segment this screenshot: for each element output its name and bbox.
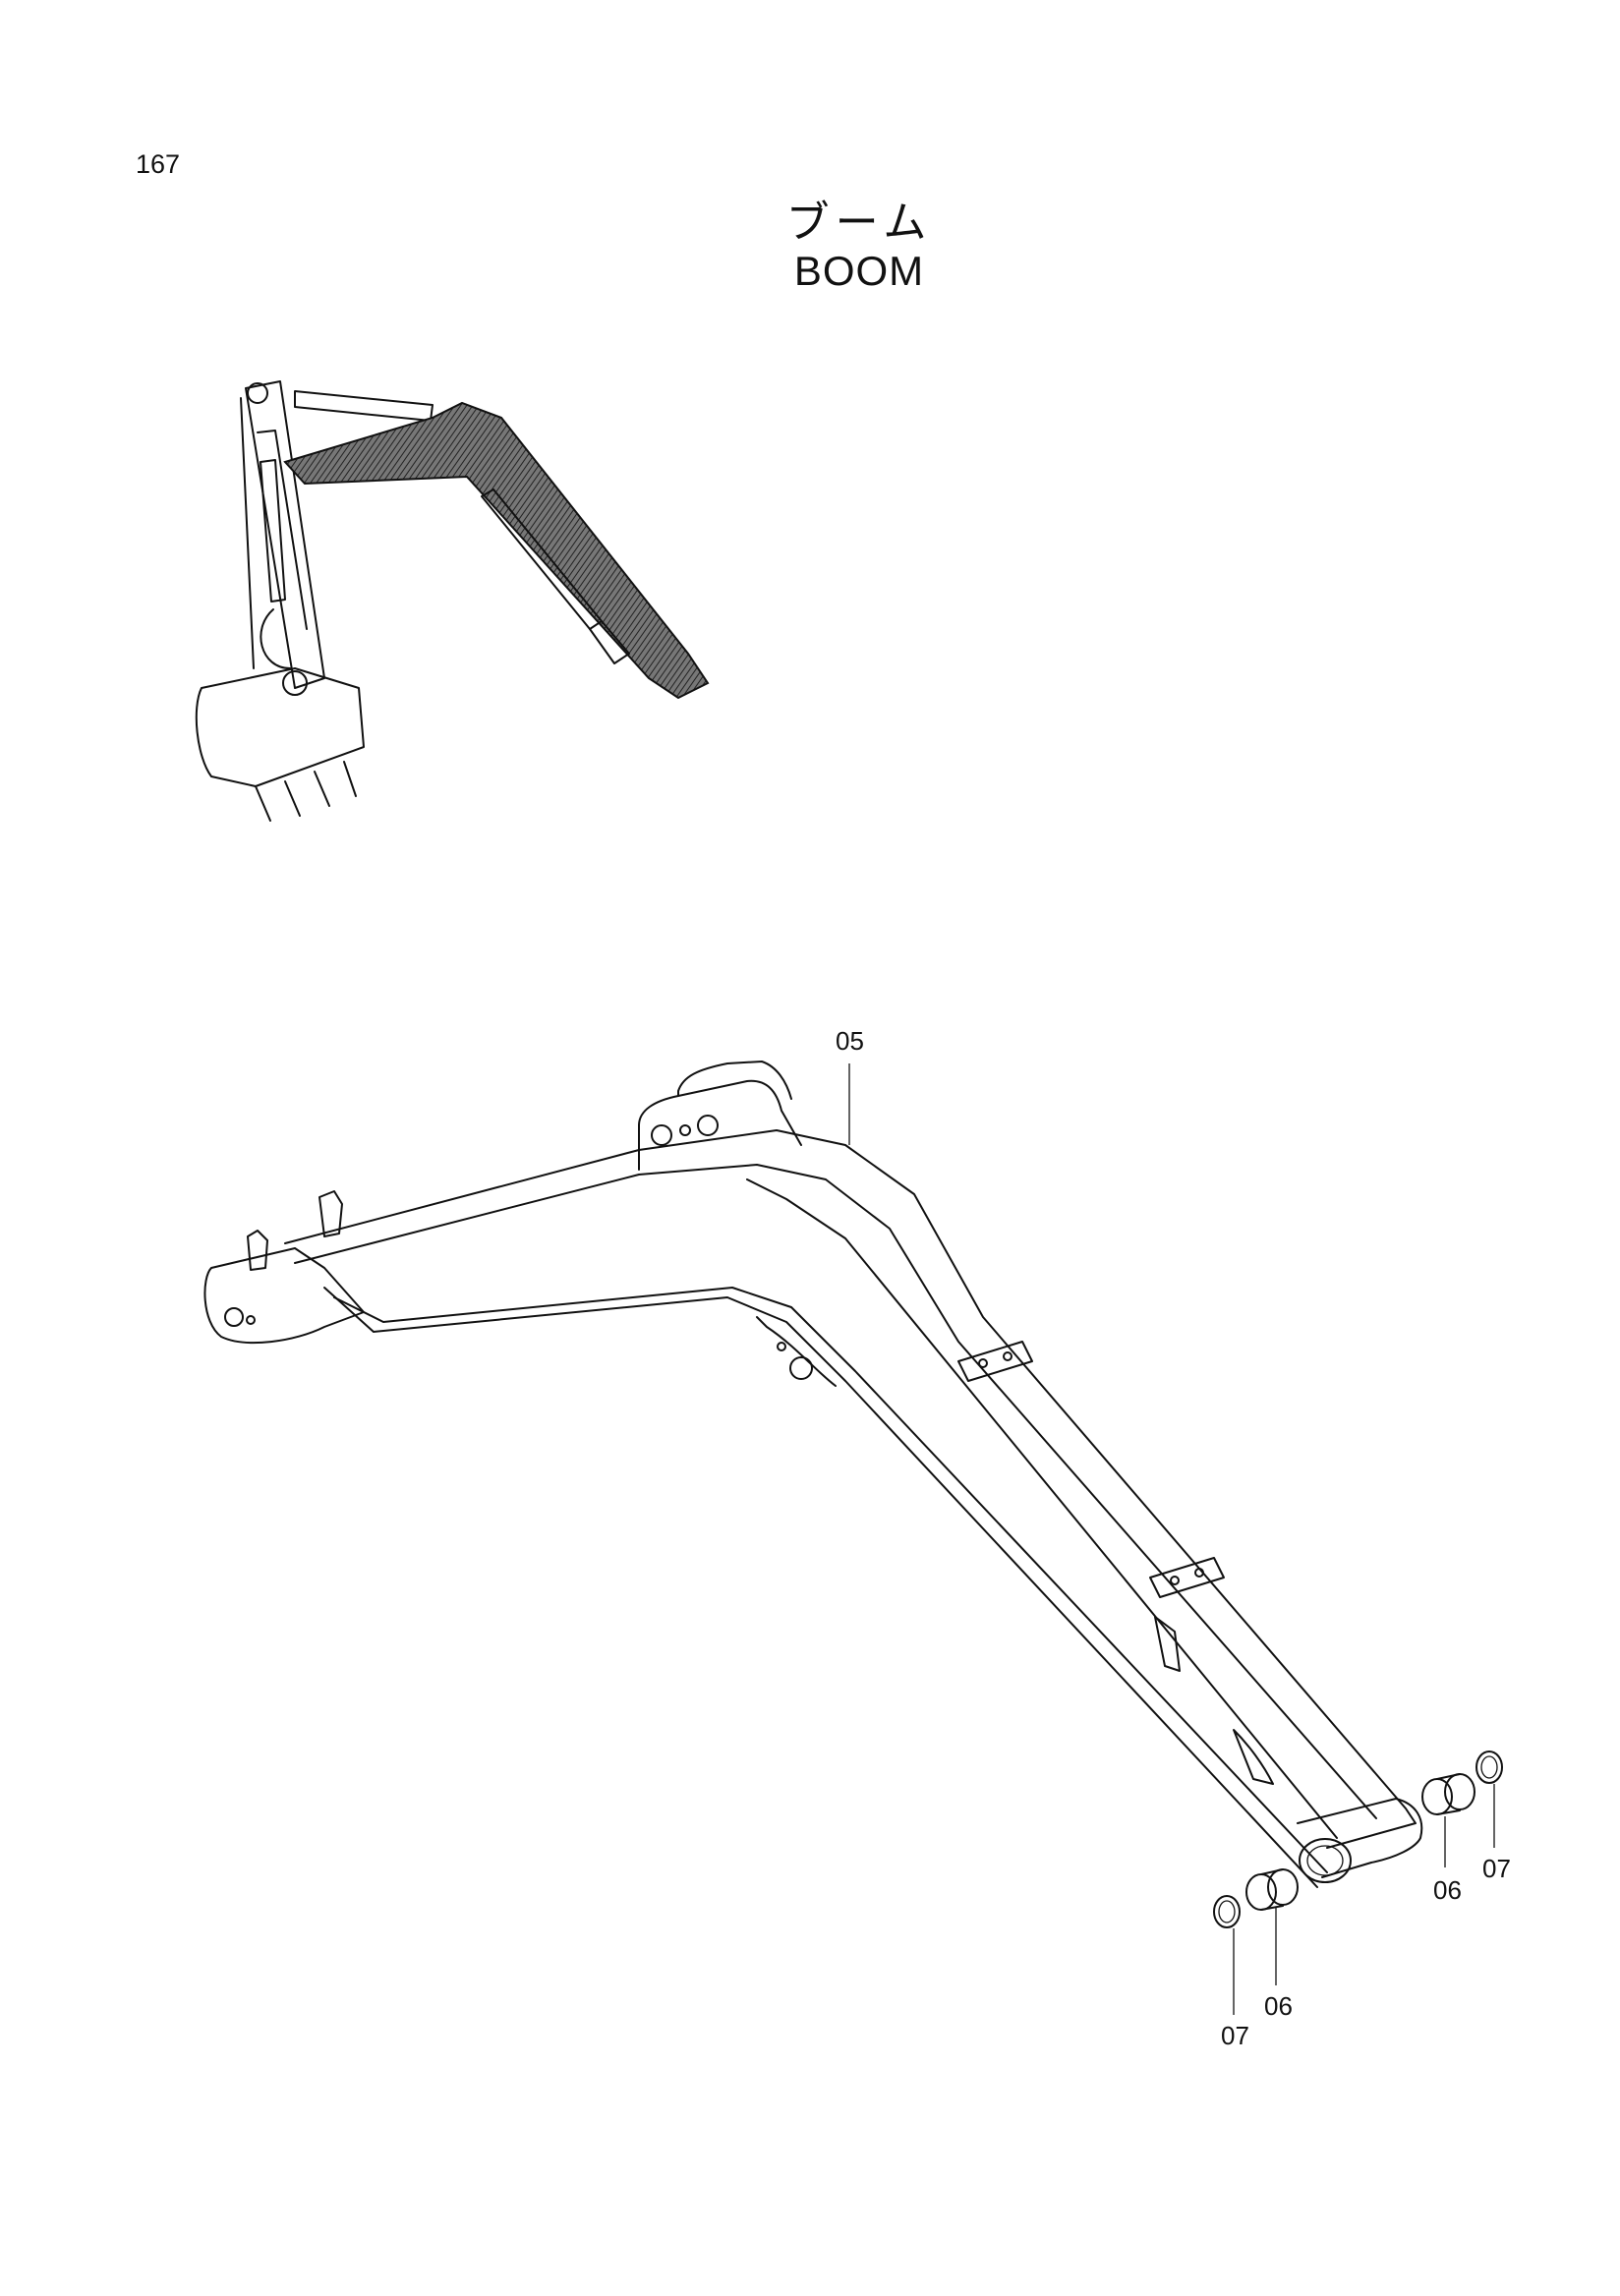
boom-clamp-bracket-2 <box>1149 1557 1225 1598</box>
boom-side-bracket <box>1154 1616 1181 1672</box>
boom-bracket-hole-1 <box>651 1124 672 1146</box>
overview-bucket-teeth <box>255 761 357 822</box>
boom-clamp-1-hole-a <box>978 1358 988 1368</box>
page-title-japanese: ブーム <box>785 198 933 248</box>
boom-arm-end-bore-inner <box>1306 1845 1344 1876</box>
boom-foot-plate <box>203 1247 365 1345</box>
callout-bushing-right: 06 <box>1433 1875 1462 1905</box>
page-title-english: BOOM <box>793 248 925 294</box>
boom-clamp-2-hole-a <box>1170 1576 1180 1585</box>
overview-attachment-illustration <box>195 380 710 822</box>
callout-seal-right: 07 <box>1482 1854 1511 1883</box>
boom-clamp-bracket-1 <box>957 1341 1033 1382</box>
boom-lower-boss-small-hole <box>777 1342 786 1351</box>
boom-foot-bracket-2 <box>318 1190 343 1237</box>
overview-hose <box>260 608 291 669</box>
boom-bottom-edge <box>323 1287 1318 1888</box>
seal-right-outer <box>1475 1751 1503 1784</box>
overview-pin <box>247 382 268 404</box>
seal-right-inner <box>1480 1755 1498 1779</box>
boom-clamp-2-hole-b <box>1194 1568 1204 1578</box>
boom-side-recess <box>1233 1729 1274 1785</box>
boom-assembly-view <box>203 1061 1503 2015</box>
boom-arm-end-plate <box>1297 1798 1423 1878</box>
boom-cylinder-bracket-plate <box>638 1079 802 1171</box>
boom-top-inner-edge <box>294 1164 1377 1819</box>
boom-clamp-1-hole-b <box>1003 1351 1012 1361</box>
bushing-right-face <box>1421 1778 1453 1815</box>
seal-left <box>1213 1895 1241 2015</box>
overview-bucket-pin <box>282 670 308 696</box>
boom-foot-grease-hole <box>246 1315 256 1325</box>
overview-boom-cylinder-rod <box>589 620 630 664</box>
boom-foot-hole <box>224 1307 244 1327</box>
boom-side-crease <box>746 1178 1338 1839</box>
bushing-left-back <box>1267 1868 1299 1906</box>
overview-arm-detail <box>257 430 308 630</box>
callout-bushing-left: 06 <box>1264 1991 1293 2021</box>
boom-cylinder-bracket-plate-rear <box>677 1061 792 1100</box>
page-number: 167 <box>136 149 181 179</box>
seal-right <box>1475 1751 1503 1848</box>
seal-left-inner <box>1218 1900 1236 1923</box>
callout-seal-left: 07 <box>1221 2021 1249 2050</box>
bushing-left <box>1245 1868 1299 1985</box>
boom-bracket-hole-3 <box>697 1115 719 1136</box>
overview-arm-edge <box>240 397 255 669</box>
overview-bucket <box>195 667 365 787</box>
bushing-left-face <box>1245 1873 1277 1911</box>
boom-side-inner-edge <box>333 1287 1328 1873</box>
bushing-right <box>1421 1773 1475 1867</box>
bushing-right-back <box>1444 1773 1475 1810</box>
boom-lower-boss-hole <box>789 1356 813 1380</box>
boom-arm-end-bore <box>1299 1838 1352 1883</box>
boom-foot-bracket-1 <box>247 1230 268 1271</box>
boom-lower-boss <box>756 1316 837 1387</box>
overview-arm-cylinder <box>260 459 286 603</box>
callout-boom: 05 <box>836 1026 864 1056</box>
overview-boom-highlighted <box>283 401 710 700</box>
boom-top-edge <box>284 1129 1417 1849</box>
overview-top-link <box>294 390 434 422</box>
overview-arm <box>245 380 325 689</box>
seal-left-outer <box>1213 1895 1241 1928</box>
boom-bracket-hole-2 <box>679 1124 691 1136</box>
